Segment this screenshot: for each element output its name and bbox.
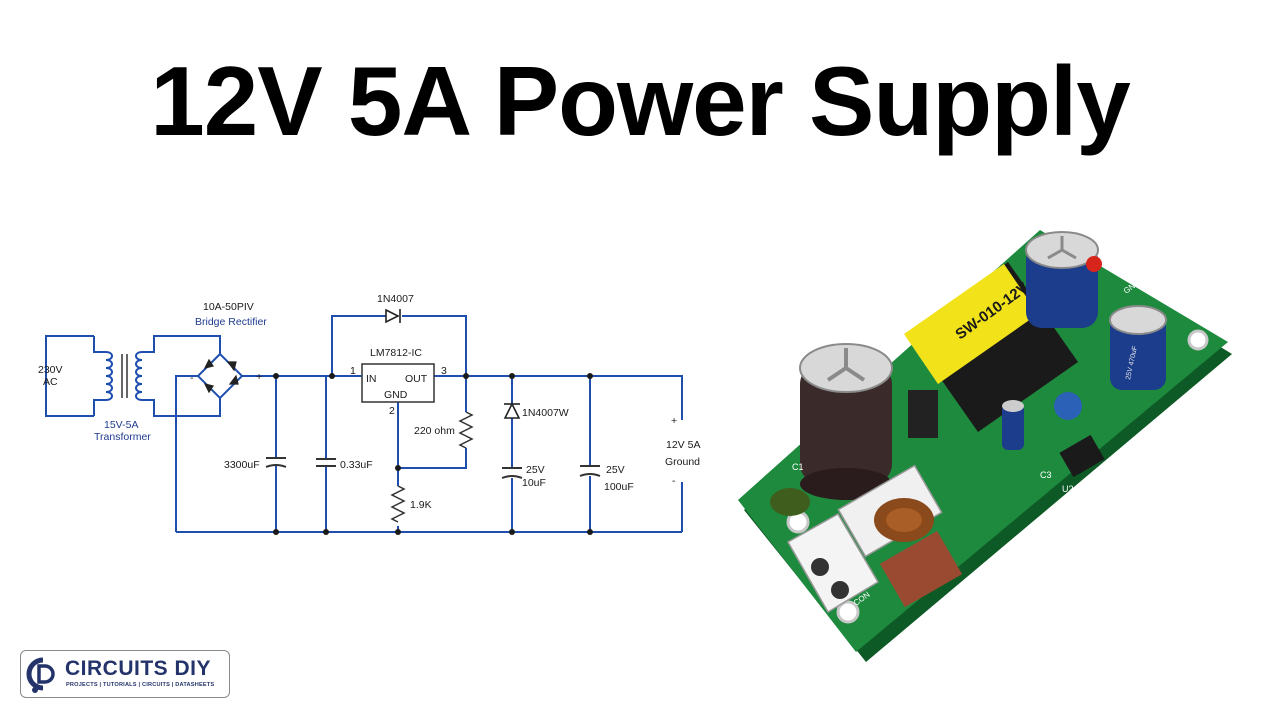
logo-name: CIRCUITS DIY [65, 657, 212, 680]
label-pin-out: OUT [405, 373, 428, 385]
label-diode-zener: 1N4007W [522, 407, 569, 419]
resistor-1-9k [390, 485, 406, 523]
zener-diode [503, 402, 521, 419]
label-input-voltage: 230V [38, 364, 63, 376]
label-output-ground: Ground [665, 456, 700, 468]
label-output-plus: + [671, 415, 677, 427]
label-cap-small: 0.33uF [340, 459, 373, 471]
label-output-voltage: 12V 5A [666, 439, 700, 451]
label-cap4-value: 100uF [604, 481, 634, 493]
label-resistor-220: 220 ohm [414, 425, 455, 437]
ac-input-wire [45, 335, 94, 417]
label-pin3: 3 [441, 365, 447, 377]
primary-winding [105, 351, 113, 401]
label-pin-in: IN [366, 373, 377, 385]
label-rect-minus: - [190, 372, 194, 384]
label-cap3-voltage: 25V [526, 464, 545, 476]
transformer-tape [904, 264, 1038, 384]
label-regulator: LM7812-IC [370, 347, 422, 359]
label-cap3-value: 10uF [522, 477, 546, 489]
circuits-diy-logo[interactable]: CIRCUITS DIY PROJECTS | TUTORIALS | CIRC… [20, 650, 230, 698]
resistor-220-ohm [458, 411, 474, 449]
board-label-c3: C3 [1040, 470, 1052, 480]
label-pin2: 2 [389, 405, 395, 417]
label-output-minus: - [672, 475, 676, 487]
logo-cd-icon [26, 657, 55, 693]
label-cap4-voltage: 25V [606, 464, 625, 476]
power-supply-board-image: SW-010-12V-02 C1 C3 U2 GND CON 25V 470uF [738, 230, 1232, 662]
page-title: 12V 5A Power Supply [150, 46, 1130, 156]
label-rectifier-rating: 10A-50PIV [203, 301, 254, 313]
regulator-lm7812 [361, 363, 435, 403]
logo-tagline: PROJECTS | TUTORIALS | CIRCUITS | DATASH… [66, 682, 215, 688]
label-input-ac: AC [43, 376, 58, 388]
circuit-schematic: 230V AC 15V-5A Transformer 10A-50PIV Bri… [38, 293, 700, 535]
label-diode-top: 1N4007 [377, 293, 414, 305]
label-transformer-rating: 15V-5A [104, 419, 138, 431]
label-rectifier-name: Bridge Rectifier [195, 316, 267, 328]
secondary-winding [135, 351, 143, 401]
diode-1n4007 [385, 308, 401, 324]
label-pin-gnd: GND [384, 389, 408, 401]
board-label-u2: U2 [1062, 484, 1074, 494]
ac-input-wire-2 [93, 336, 106, 416]
junction-dots [273, 373, 593, 535]
label-pin1: 1 [350, 365, 356, 377]
label-transformer-name: Transformer [94, 431, 151, 443]
label-cap-main: 3300uF [224, 459, 260, 471]
board-label-c1: C1 [792, 462, 804, 472]
label-resistor-19k: 1.9K [410, 499, 432, 511]
label-rect-plus: + [256, 371, 262, 383]
